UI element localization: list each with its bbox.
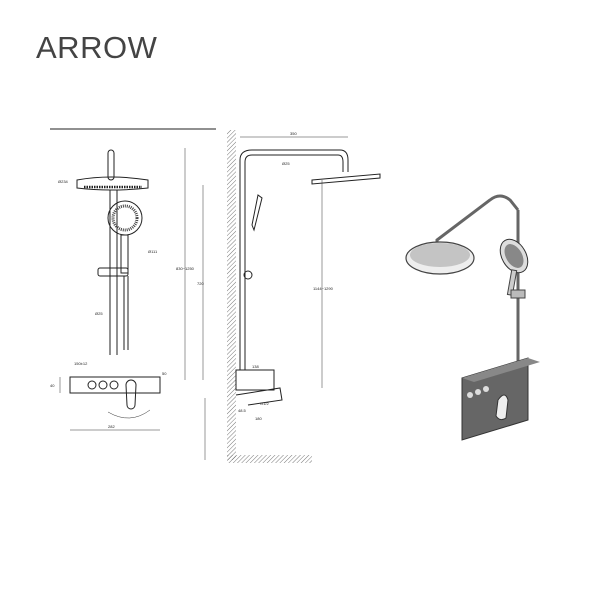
dim-arm-length: 350 bbox=[290, 131, 297, 136]
dim-spacing: 150±12 bbox=[74, 361, 88, 366]
dim-pipe-diameter: Ø25 bbox=[95, 311, 103, 316]
floor bbox=[227, 455, 312, 463]
dim-offset: 48.5 bbox=[238, 408, 247, 413]
side-view: 350 Ø25 830~1250 720 1144~1290 138 G1/2 … bbox=[176, 130, 381, 463]
shower-arm bbox=[239, 149, 349, 370]
mixer-lever bbox=[125, 379, 137, 410]
dim-hand-diameter: Ø111 bbox=[148, 249, 158, 254]
dim-panel-top: 138 bbox=[252, 364, 259, 369]
dim-head-height: 1144~1290 bbox=[313, 286, 334, 291]
dim-panel-width: 282 bbox=[108, 424, 115, 429]
product-render bbox=[405, 194, 540, 441]
slide-bar-holder bbox=[97, 267, 129, 277]
rain-shower-head bbox=[76, 176, 149, 191]
front-view: Ø234 Ø111 Ø25 150±12 40 50 282 bbox=[50, 149, 167, 431]
dim-head-diameter: Ø234 bbox=[58, 179, 69, 184]
hand-shower-handle bbox=[120, 234, 129, 274]
rain-head-side bbox=[311, 173, 381, 185]
hand-shower-side bbox=[251, 194, 263, 232]
dim-bracket-height: 720 bbox=[197, 281, 204, 286]
panel-side bbox=[235, 369, 275, 391]
dim-panel-depth: 50 bbox=[162, 371, 167, 376]
dim-arm-pipe: Ø25 bbox=[282, 161, 290, 166]
dim-total-height: 830~1250 bbox=[176, 266, 195, 271]
dim-panel-height: 40 bbox=[50, 383, 55, 388]
brand-logo: ARROW bbox=[36, 30, 158, 65]
dim-depth: 180 bbox=[255, 416, 262, 421]
thermostatic-panel bbox=[69, 376, 161, 394]
dim-inlet: G1/2 bbox=[260, 401, 269, 406]
wall bbox=[227, 130, 236, 460]
